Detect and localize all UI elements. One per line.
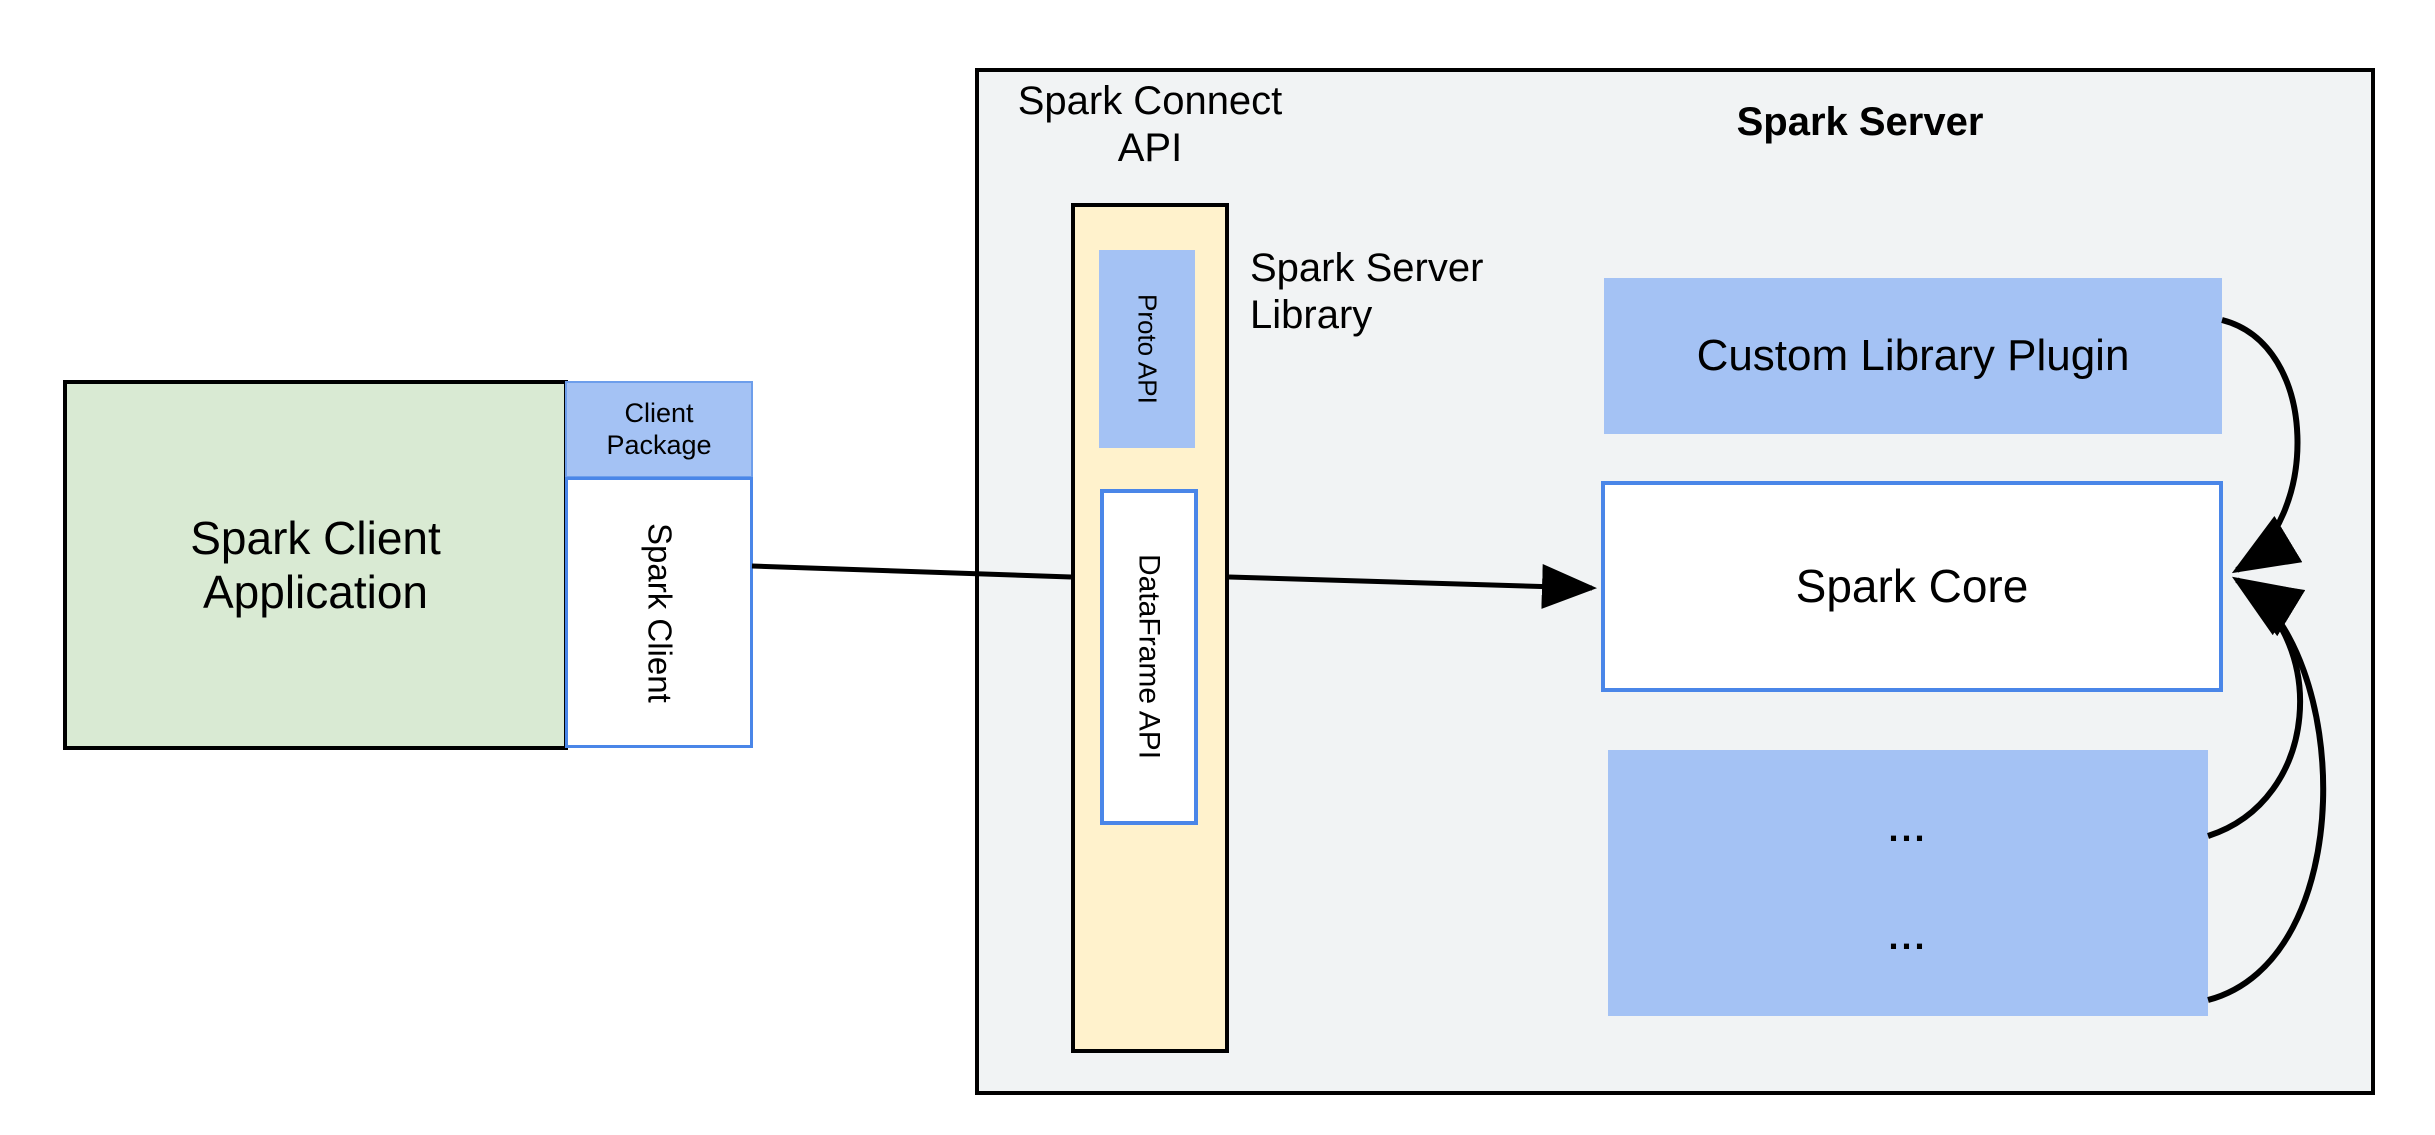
spark-client-application-box[interactable]: Spark Client Application [63,380,568,750]
dataframe-api-label: DataFrame API [1132,554,1166,760]
custom-library-plugin-label: Custom Library Plugin [1696,331,2130,381]
proto-api-box[interactable]: Proto API [1099,250,1195,448]
dataframe-api-box[interactable]: DataFrame API [1100,489,1198,825]
spark-server-title: Spark Server [1736,100,1984,144]
spark-core-label: Spark Core [1795,560,2029,613]
spark-server-library-label: Spark Server Library [1250,246,1484,338]
ellipsis-label-2: ... [1888,915,1928,957]
proto-api-label: Proto API [1132,294,1163,404]
ellipsis-box-2[interactable]: ... [1608,858,2208,1016]
spark-client-label: Spark Client [641,522,679,703]
client-package-box[interactable]: Client Package [565,381,753,478]
spark-connect-api-label: Spark Connect API [1017,79,1283,171]
ellipsis-label-1: ... [1888,807,1928,849]
custom-library-plugin-box[interactable]: Custom Library Plugin [1604,278,2222,434]
spark-client-application-label: Spark Client Application [190,511,441,618]
client-package-label: Client Package [606,397,712,460]
spark-client-box[interactable]: Spark Client [565,477,753,748]
spark-core-box[interactable]: Spark Core [1601,481,2223,692]
